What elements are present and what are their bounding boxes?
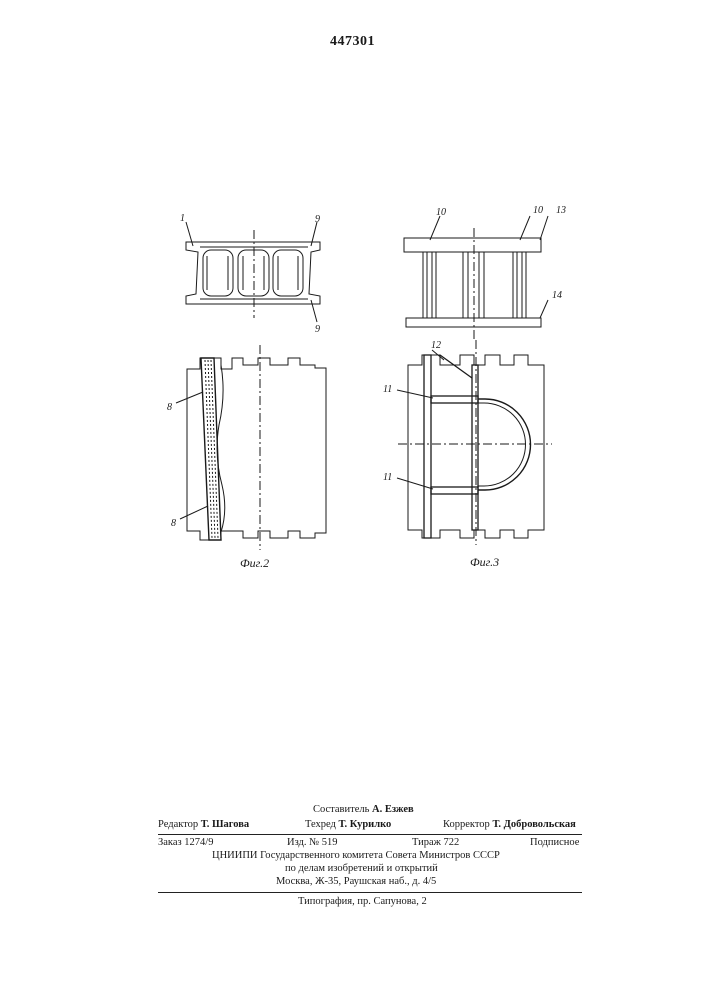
figure-3-caption: Фиг.3 [470, 555, 499, 569]
callout-14: 14 [552, 290, 562, 301]
compiler-name: А. Езжев [372, 804, 414, 815]
techeditor-name: Т. Курилко [339, 819, 392, 830]
callout-9-top: 9 [315, 214, 320, 225]
callout-10-right: 10 [533, 205, 543, 216]
callout-8-upper: 8 [167, 402, 172, 413]
techeditor-line: Техред Т. Курилко [305, 819, 391, 830]
imprint-rule-bottom [158, 892, 582, 893]
institute-line-1: ЦНИИПИ Государственного комитета Совета … [212, 850, 500, 861]
callout-10-left: 10 [436, 207, 446, 218]
institute-line-2: по делам изобретений и открытий [285, 863, 438, 874]
printing-house: Типография, пр. Сапунова, 2 [298, 896, 427, 907]
institute-line-3: Москва, Ж-35, Раушская наб., д. 4/5 [276, 876, 436, 887]
imprint-rule-top [158, 834, 582, 835]
fig2-top-view [186, 230, 320, 318]
corrector-line: Корректор Т. Добровольская [443, 819, 576, 830]
compiler-label: Составитель [313, 804, 369, 815]
compiler-line: Составитель А. Езжев [313, 804, 414, 815]
callout-11-upper: 11 [383, 384, 392, 395]
callout-9-bottom: 9 [315, 324, 320, 335]
editor-label: Редактор [158, 819, 198, 830]
edition-number: Изд. № 519 [287, 837, 338, 848]
subscription-note: Подписное [530, 837, 579, 848]
fig2-front-view [187, 345, 326, 550]
callout-8-lower: 8 [171, 518, 176, 529]
fig3-front-view [398, 340, 552, 545]
order-number: Заказ 1274/9 [158, 837, 213, 848]
corrector-label: Корректор [443, 819, 490, 830]
figure-3: 10 10 13 14 12 11 11 Фиг.3 [383, 205, 566, 569]
figure-2: 1 9 9 8 8 Фиг.2 [167, 213, 326, 570]
editor-line: Редактор Т. Шагова [158, 819, 249, 830]
corrector-name: Т. Добровольская [492, 819, 575, 830]
callout-1: 1 [180, 213, 185, 224]
callout-11-lower: 11 [383, 472, 392, 483]
editor-name: Т. Шагова [201, 819, 249, 830]
callout-12: 12 [431, 340, 441, 351]
print-run: Тираж 722 [412, 837, 459, 848]
fig3-top-view [404, 228, 541, 340]
callout-13: 13 [556, 205, 566, 216]
techeditor-label: Техред [305, 819, 336, 830]
figure-2-caption: Фиг.2 [240, 556, 269, 570]
